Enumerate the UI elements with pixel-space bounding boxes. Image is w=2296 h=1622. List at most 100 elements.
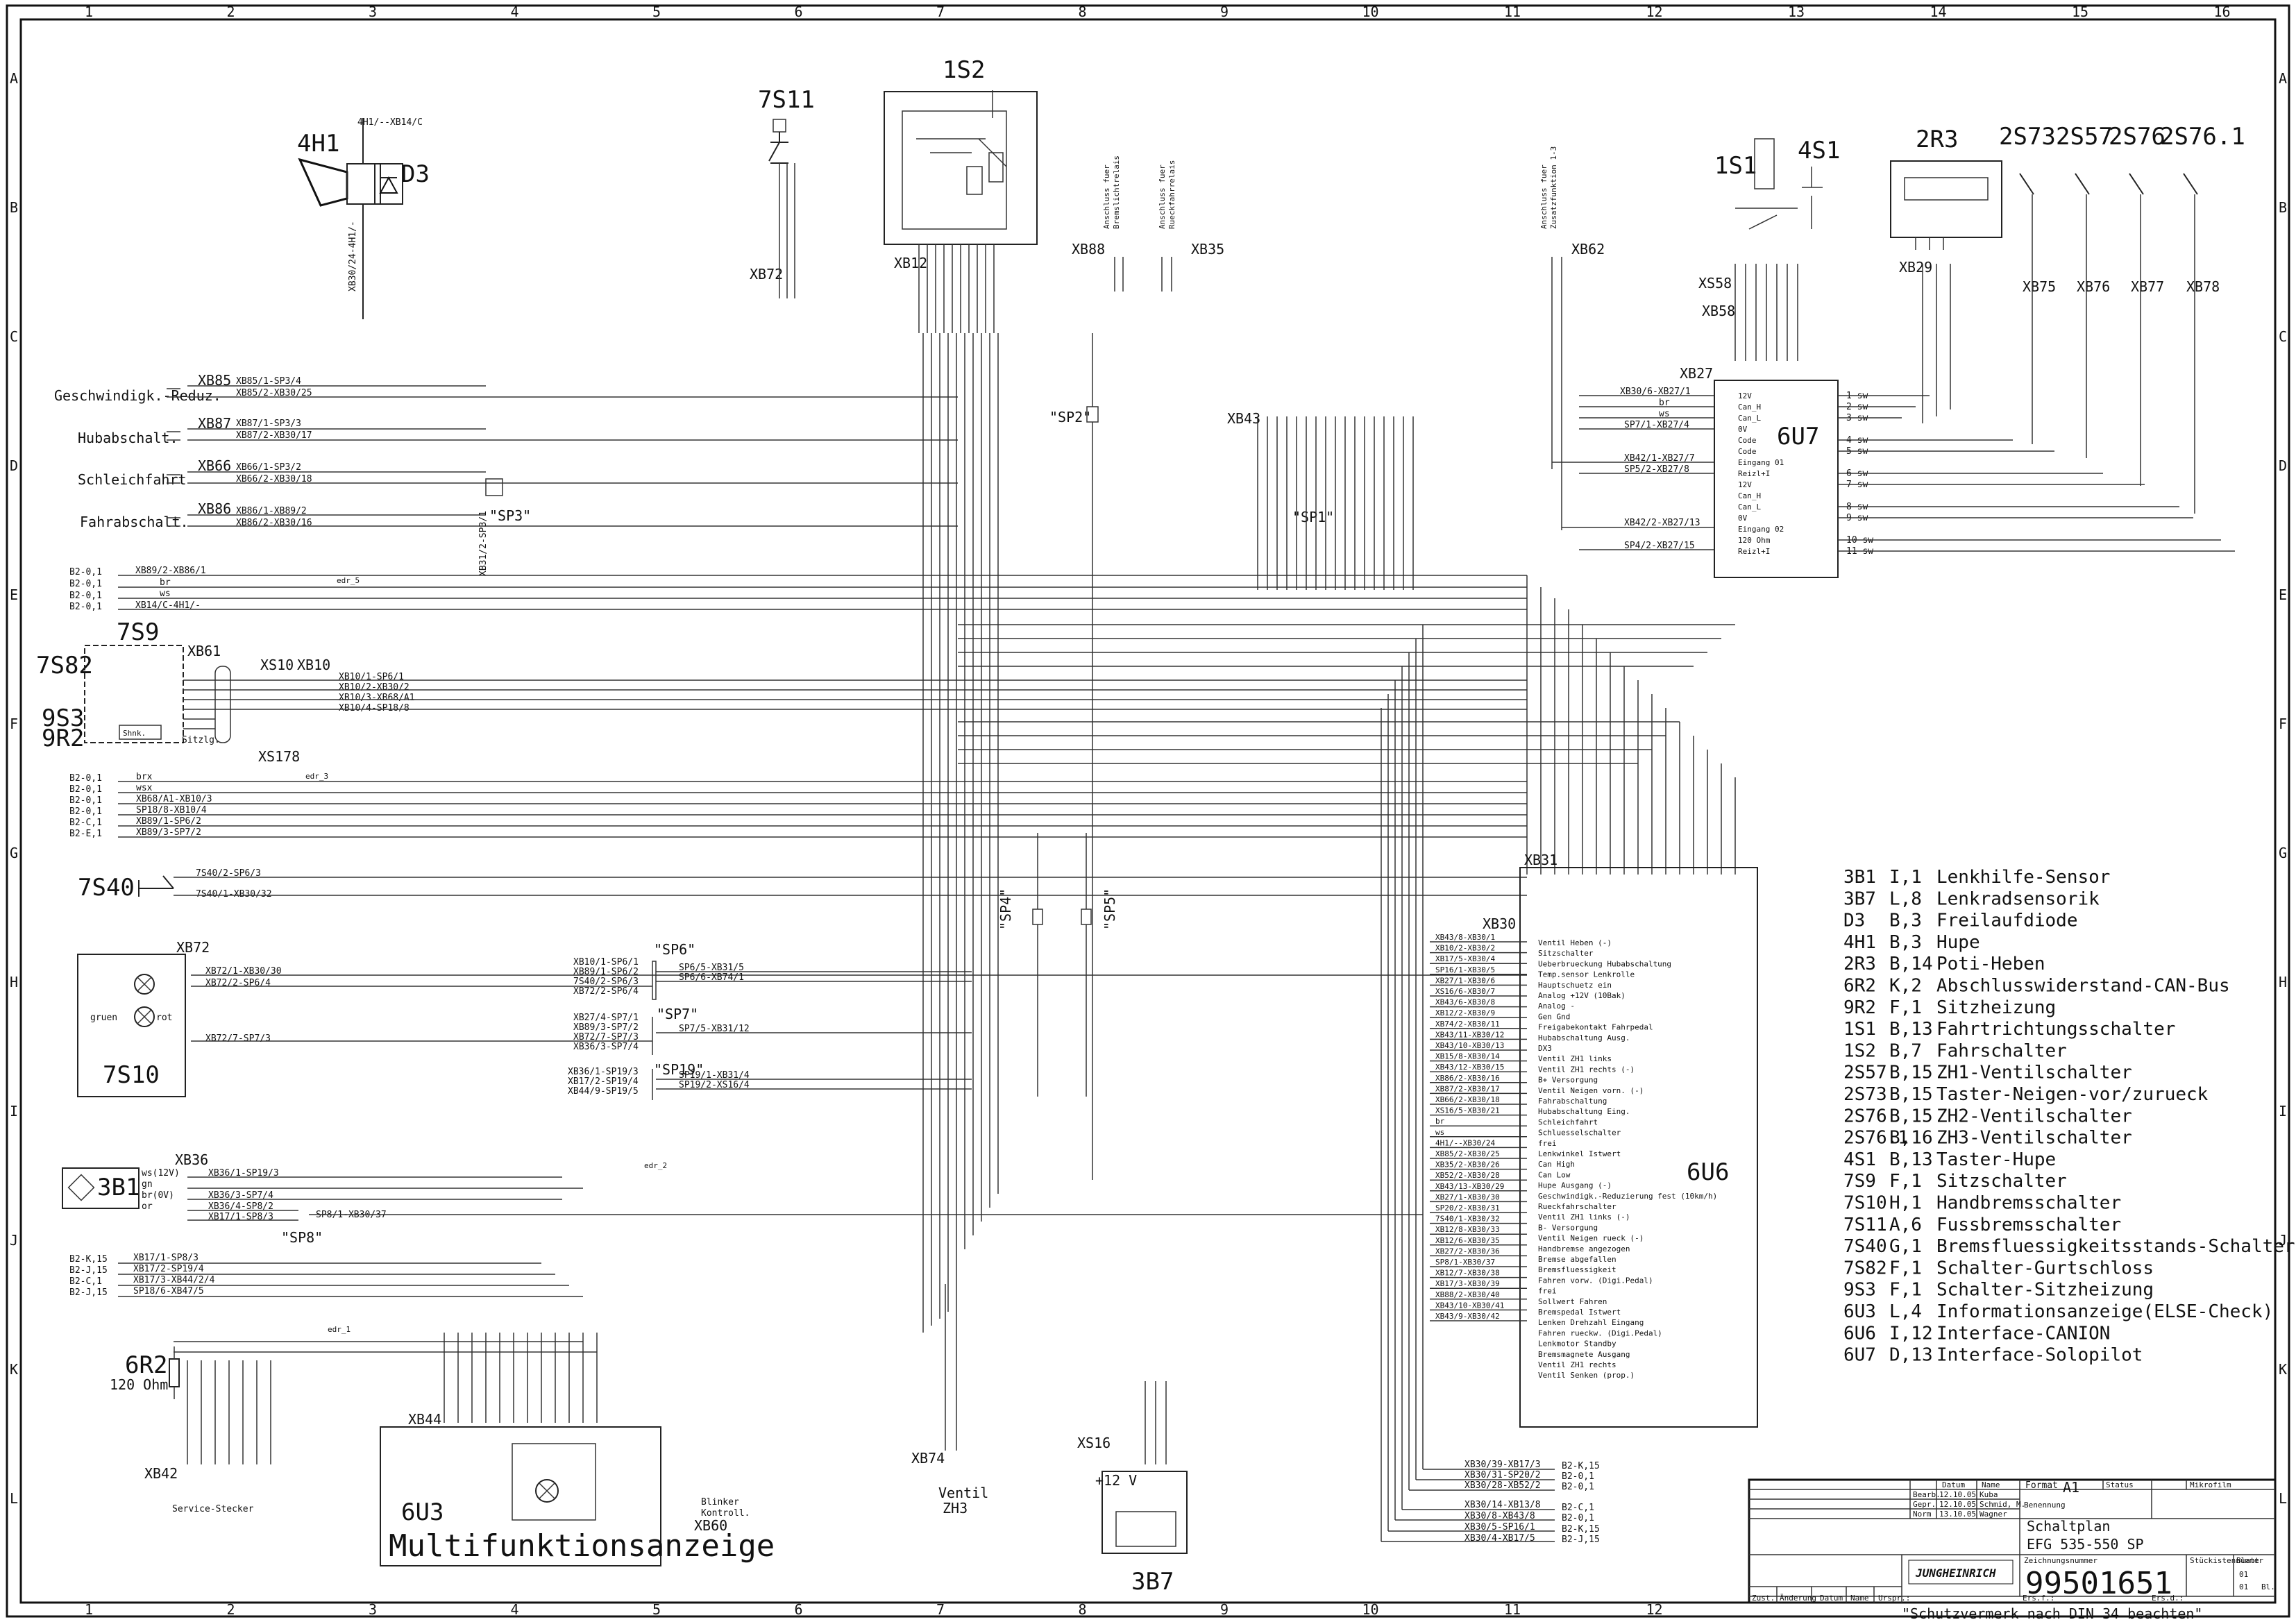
svg-text:SP5/2-XB27/8: SP5/2-XB27/8 xyxy=(1624,464,1689,475)
bus-vertical-right xyxy=(1381,625,1424,1541)
svg-text:XB36/1-SP19/3: XB36/1-SP19/3 xyxy=(208,1168,279,1179)
lamp-red-icon xyxy=(134,1006,155,1027)
svg-text:7S40: 7S40 xyxy=(78,874,135,902)
grid-row-label: E xyxy=(10,586,18,603)
grid-row-label: C xyxy=(10,328,18,345)
svg-text:XB88: XB88 xyxy=(1072,241,1105,257)
svg-text:XB44: XB44 xyxy=(408,1411,441,1428)
drive-switch-1s2: 1S2 XB12 xyxy=(884,56,1038,333)
svg-text:EFG 535-550 SP: EFG 535-550 SP xyxy=(2027,1536,2144,1553)
svg-text:edr_3: edr_3 xyxy=(305,772,328,781)
svg-text:Schaltplan: Schaltplan xyxy=(2027,1518,2110,1535)
svg-text:B2-0,1: B2-0,1 xyxy=(69,806,102,817)
xb30-pin-function: Sitzschalter xyxy=(1538,949,1594,958)
u7-pin-label: Eingang 02 xyxy=(1738,525,1784,534)
svg-text:XB72/1-XB30/30: XB72/1-XB30/30 xyxy=(205,966,282,977)
legend-code: 6R2 xyxy=(1843,976,1876,997)
svg-text:gn: gn xyxy=(142,1179,153,1190)
svg-text:gruen: gruen xyxy=(90,1013,117,1023)
grid-col-label: 9 xyxy=(1220,3,1229,20)
svg-text:B2-K,15: B2-K,15 xyxy=(1562,1461,1600,1471)
svg-text:XB89/3-SP7/2: XB89/3-SP7/2 xyxy=(136,827,201,838)
legend-description: Sitzschalter xyxy=(1936,1171,2067,1192)
xb30-pin-function: Ventil Senken (prop.) xyxy=(1538,1371,1635,1380)
svg-text:XB10/1-SP6/1: XB10/1-SP6/1 xyxy=(573,957,639,968)
xb30-pin-function: DX3 xyxy=(1538,1044,1552,1053)
svg-text:XB60: XB60 xyxy=(694,1517,727,1534)
svg-text:br: br xyxy=(160,577,171,588)
svg-text:6R2: 6R2 xyxy=(125,1351,167,1379)
legend-description: ZH2-Ventilschalter xyxy=(1936,1106,2132,1126)
svg-text:A1: A1 xyxy=(2063,1479,2079,1496)
xb30-pin-function: Bremsfluessigkeit xyxy=(1538,1265,1617,1274)
grid-col-label: 1 xyxy=(85,1601,93,1618)
grid-col-label: 8 xyxy=(1079,3,1087,20)
legend-description: Handbremsschalter xyxy=(1936,1193,2121,1214)
svg-text:Multifunktionsanzeige: Multifunktionsanzeige xyxy=(389,1528,775,1564)
grid-row-label: H xyxy=(10,974,18,990)
svg-text:XB42/1-XB27/7: XB42/1-XB27/7 xyxy=(1624,453,1695,464)
svg-text:"SP5": "SP5" xyxy=(1101,888,1118,930)
svg-text:7S40/2-SP6/3: 7S40/2-SP6/3 xyxy=(196,868,261,879)
steering-sensor-3b7: XS16 +12 V 3B7 xyxy=(1077,1381,1188,1596)
xb30-wire-label: SP20/2-XB30/31 xyxy=(1435,1203,1500,1213)
xb30-pin-function: Lenken Drehzahl Eingang xyxy=(1538,1318,1644,1327)
legend-location: A,6 xyxy=(1889,1215,1922,1235)
xb30-pin-function: Hauptschuetz ein xyxy=(1538,981,1612,990)
xb30-pin-function: Schluesselschalter xyxy=(1538,1129,1621,1138)
svg-text:XB31: XB31 xyxy=(1524,852,1558,868)
svg-text:XB36: XB36 xyxy=(175,1151,208,1168)
svg-text:XB17/1-SP8/3: XB17/1-SP8/3 xyxy=(133,1253,199,1263)
svg-text:B2-0,1: B2-0,1 xyxy=(69,591,102,601)
legend-description: Bremsfluessigkeitsstands-Schalter xyxy=(1936,1236,2295,1257)
svg-text:XB89/1-SP6/2: XB89/1-SP6/2 xyxy=(136,816,201,827)
svg-text:Blinker: Blinker xyxy=(701,1497,739,1507)
svg-text:SP7/5-XB31/12: SP7/5-XB31/12 xyxy=(679,1024,750,1034)
xb30-wire-label: XB87/2-XB30/17 xyxy=(1435,1084,1500,1093)
svg-text:ws(12V): ws(12V) xyxy=(142,1168,180,1179)
svg-text:XB30/14-XB13/8: XB30/14-XB13/8 xyxy=(1464,1500,1541,1510)
xb30-pin-function: Can High xyxy=(1538,1160,1575,1169)
can-terminator-6r2: 6R2 120 Ohm XB42 Service-Stecker xyxy=(110,1346,271,1514)
svg-text:XB44/9-SP19/5: XB44/9-SP19/5 xyxy=(568,1086,639,1097)
legend-code: 2S76.1 xyxy=(1843,1128,1909,1149)
canion-interface-6u6: XB31 XB30 6U6 XB43/8-XB30/1XB10/2-XB30/2… xyxy=(1430,852,1758,1428)
legend-location: L,8 xyxy=(1889,888,1922,909)
svg-text:XB10: XB10 xyxy=(297,657,330,673)
grid-col-label: 8 xyxy=(1079,1601,1087,1618)
xb30-wire-label: XB27/2-XB30/36 xyxy=(1435,1247,1500,1256)
xb30-pin-function: Geschwindigk.-Reduzierung fest (10km/h) xyxy=(1538,1192,1717,1201)
grid-row-label: D xyxy=(2279,457,2287,474)
legend-description: Schalter-Sitzheizung xyxy=(1936,1280,2154,1301)
label-geschw: Geschwindigk.-Reduz. xyxy=(54,387,221,404)
xb30-pin-function: Bremspedal Istwert xyxy=(1538,1308,1621,1317)
svg-text:SP6/5-XB31/5: SP6/5-XB31/5 xyxy=(679,963,744,973)
svg-text:XB68/A1-XB10/3: XB68/A1-XB10/3 xyxy=(136,794,212,804)
svg-text:B2-C,1: B2-C,1 xyxy=(69,1276,102,1287)
svg-text:XB72/2-SP6/4: XB72/2-SP6/4 xyxy=(573,986,639,997)
svg-text:B2-0,1: B2-0,1 xyxy=(69,602,102,612)
svg-text:2S73: 2S73 xyxy=(1999,123,2056,151)
svg-text:Service-Stecker: Service-Stecker xyxy=(172,1504,254,1514)
grid-row-label: A xyxy=(2279,70,2287,87)
svg-text:SP19/2-XS16/4: SP19/2-XS16/4 xyxy=(679,1080,750,1090)
svg-text:6U7: 6U7 xyxy=(1777,423,1819,450)
legend-code: 9R2 xyxy=(1843,997,1876,1018)
title-block: Datum Name Format A1 Status Mikrofilm Be… xyxy=(1748,1478,2277,1622)
svg-text:ws: ws xyxy=(160,589,171,599)
grid-col-label: 3 xyxy=(369,3,377,20)
svg-text:XB72: XB72 xyxy=(176,939,210,956)
svg-text:Name: Name xyxy=(1982,1480,2000,1489)
valve-zh3: XB74 Ventil ZH3 xyxy=(911,1284,988,1517)
svg-text:2S76: 2S76 xyxy=(2109,123,2166,151)
svg-text:7S40/1-XB30/32: 7S40/1-XB30/32 xyxy=(196,889,272,899)
svg-text:B2-0,1: B2-0,1 xyxy=(69,773,102,784)
svg-text:Benennung: Benennung xyxy=(2024,1501,2066,1510)
svg-text:"Schutzvermerk nach DIN 34 bea: "Schutzvermerk nach DIN 34 beachten" xyxy=(1902,1605,2202,1622)
grid-col-label: 15 xyxy=(2072,3,2088,20)
xb30-pin-function: Analog +12V (10Bak) xyxy=(1538,991,1626,1000)
legend-location: L,4 xyxy=(1889,1301,1922,1322)
svg-text:B2-E,1: B2-E,1 xyxy=(69,829,102,839)
